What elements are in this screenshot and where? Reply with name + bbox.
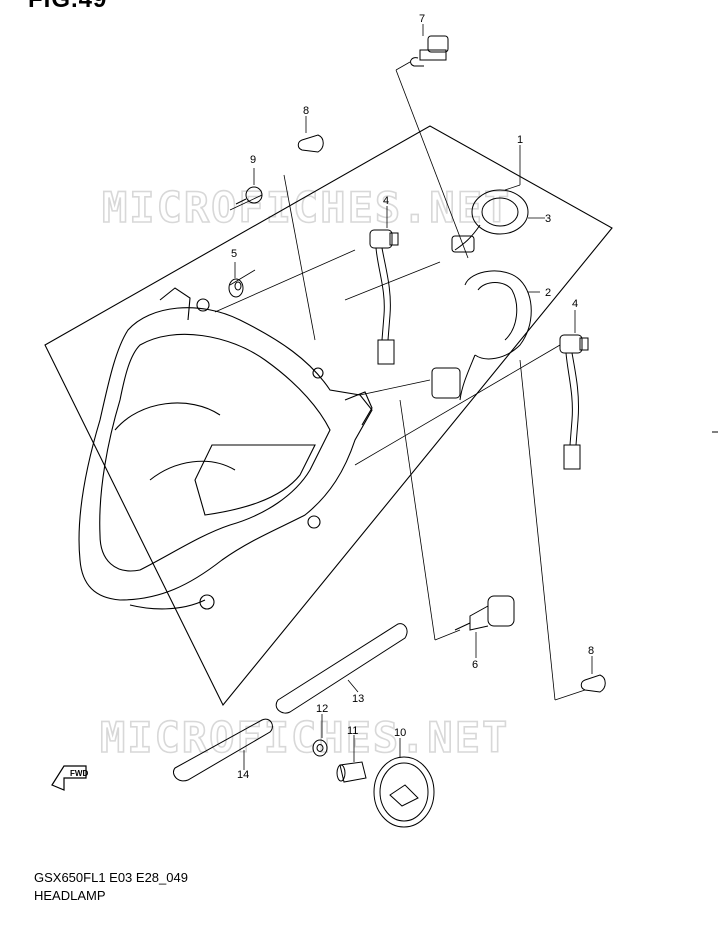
callout-10: 10	[394, 727, 406, 739]
headlamp-housing	[78, 287, 373, 610]
headlight-bulb-part-7	[410, 35, 449, 67]
callout-8-upper: 8	[303, 105, 309, 117]
group-name: HEADLAMP	[34, 888, 106, 903]
reflector-part-10	[373, 756, 435, 828]
grommet-part-5	[228, 278, 244, 298]
callout-7: 7	[419, 13, 425, 25]
socket-harness-part-4-lower	[559, 334, 589, 470]
fwd-label: FWD	[70, 769, 88, 778]
position-bulb-part-8-upper	[297, 134, 324, 153]
washer-part-12	[312, 739, 328, 757]
collar-part-11	[336, 761, 367, 783]
callout-12: 12	[316, 703, 328, 715]
callout-4-upper: 4	[383, 195, 389, 207]
callout-4-lower: 4	[572, 298, 578, 310]
callout-9: 9	[250, 154, 256, 166]
watermark-top: MICROFICHES.NET	[102, 183, 511, 232]
trim-strip-part-13	[275, 623, 408, 714]
callout-13: 13	[352, 693, 364, 705]
trim-strip-part-14	[173, 718, 273, 782]
assembly-boundary	[44, 125, 613, 707]
callout-numbers: 1 2 3 4 4 5 6 7 8 8 9 10 11 12 13 14	[231, 13, 594, 781]
bulb-cover-part-3	[451, 189, 529, 253]
model-code: GSX650FL1 E03 E28_049	[34, 870, 188, 885]
socket-harness-part-4-upper	[369, 229, 399, 365]
callout-8-lower: 8	[588, 645, 594, 657]
bulb-socket-part-6	[454, 595, 515, 631]
forward-direction-arrow: FWD	[51, 765, 88, 791]
leader-lines	[214, 61, 586, 701]
callout-leaders	[234, 24, 593, 770]
callout-2: 2	[545, 287, 551, 299]
callout-14: 14	[237, 769, 249, 781]
callout-1: 1	[517, 134, 523, 146]
callout-5: 5	[231, 248, 237, 260]
callout-11: 11	[347, 725, 358, 737]
callout-6: 6	[472, 659, 478, 671]
callout-3: 3	[545, 213, 551, 225]
bulb-adapter-part-2	[431, 270, 532, 401]
position-bulb-part-8-lower	[580, 674, 606, 693]
screw-part-9	[235, 186, 263, 205]
figure-number: FIG.49	[28, 0, 107, 14]
watermark-bottom: MICROFICHES.NET	[100, 713, 509, 762]
